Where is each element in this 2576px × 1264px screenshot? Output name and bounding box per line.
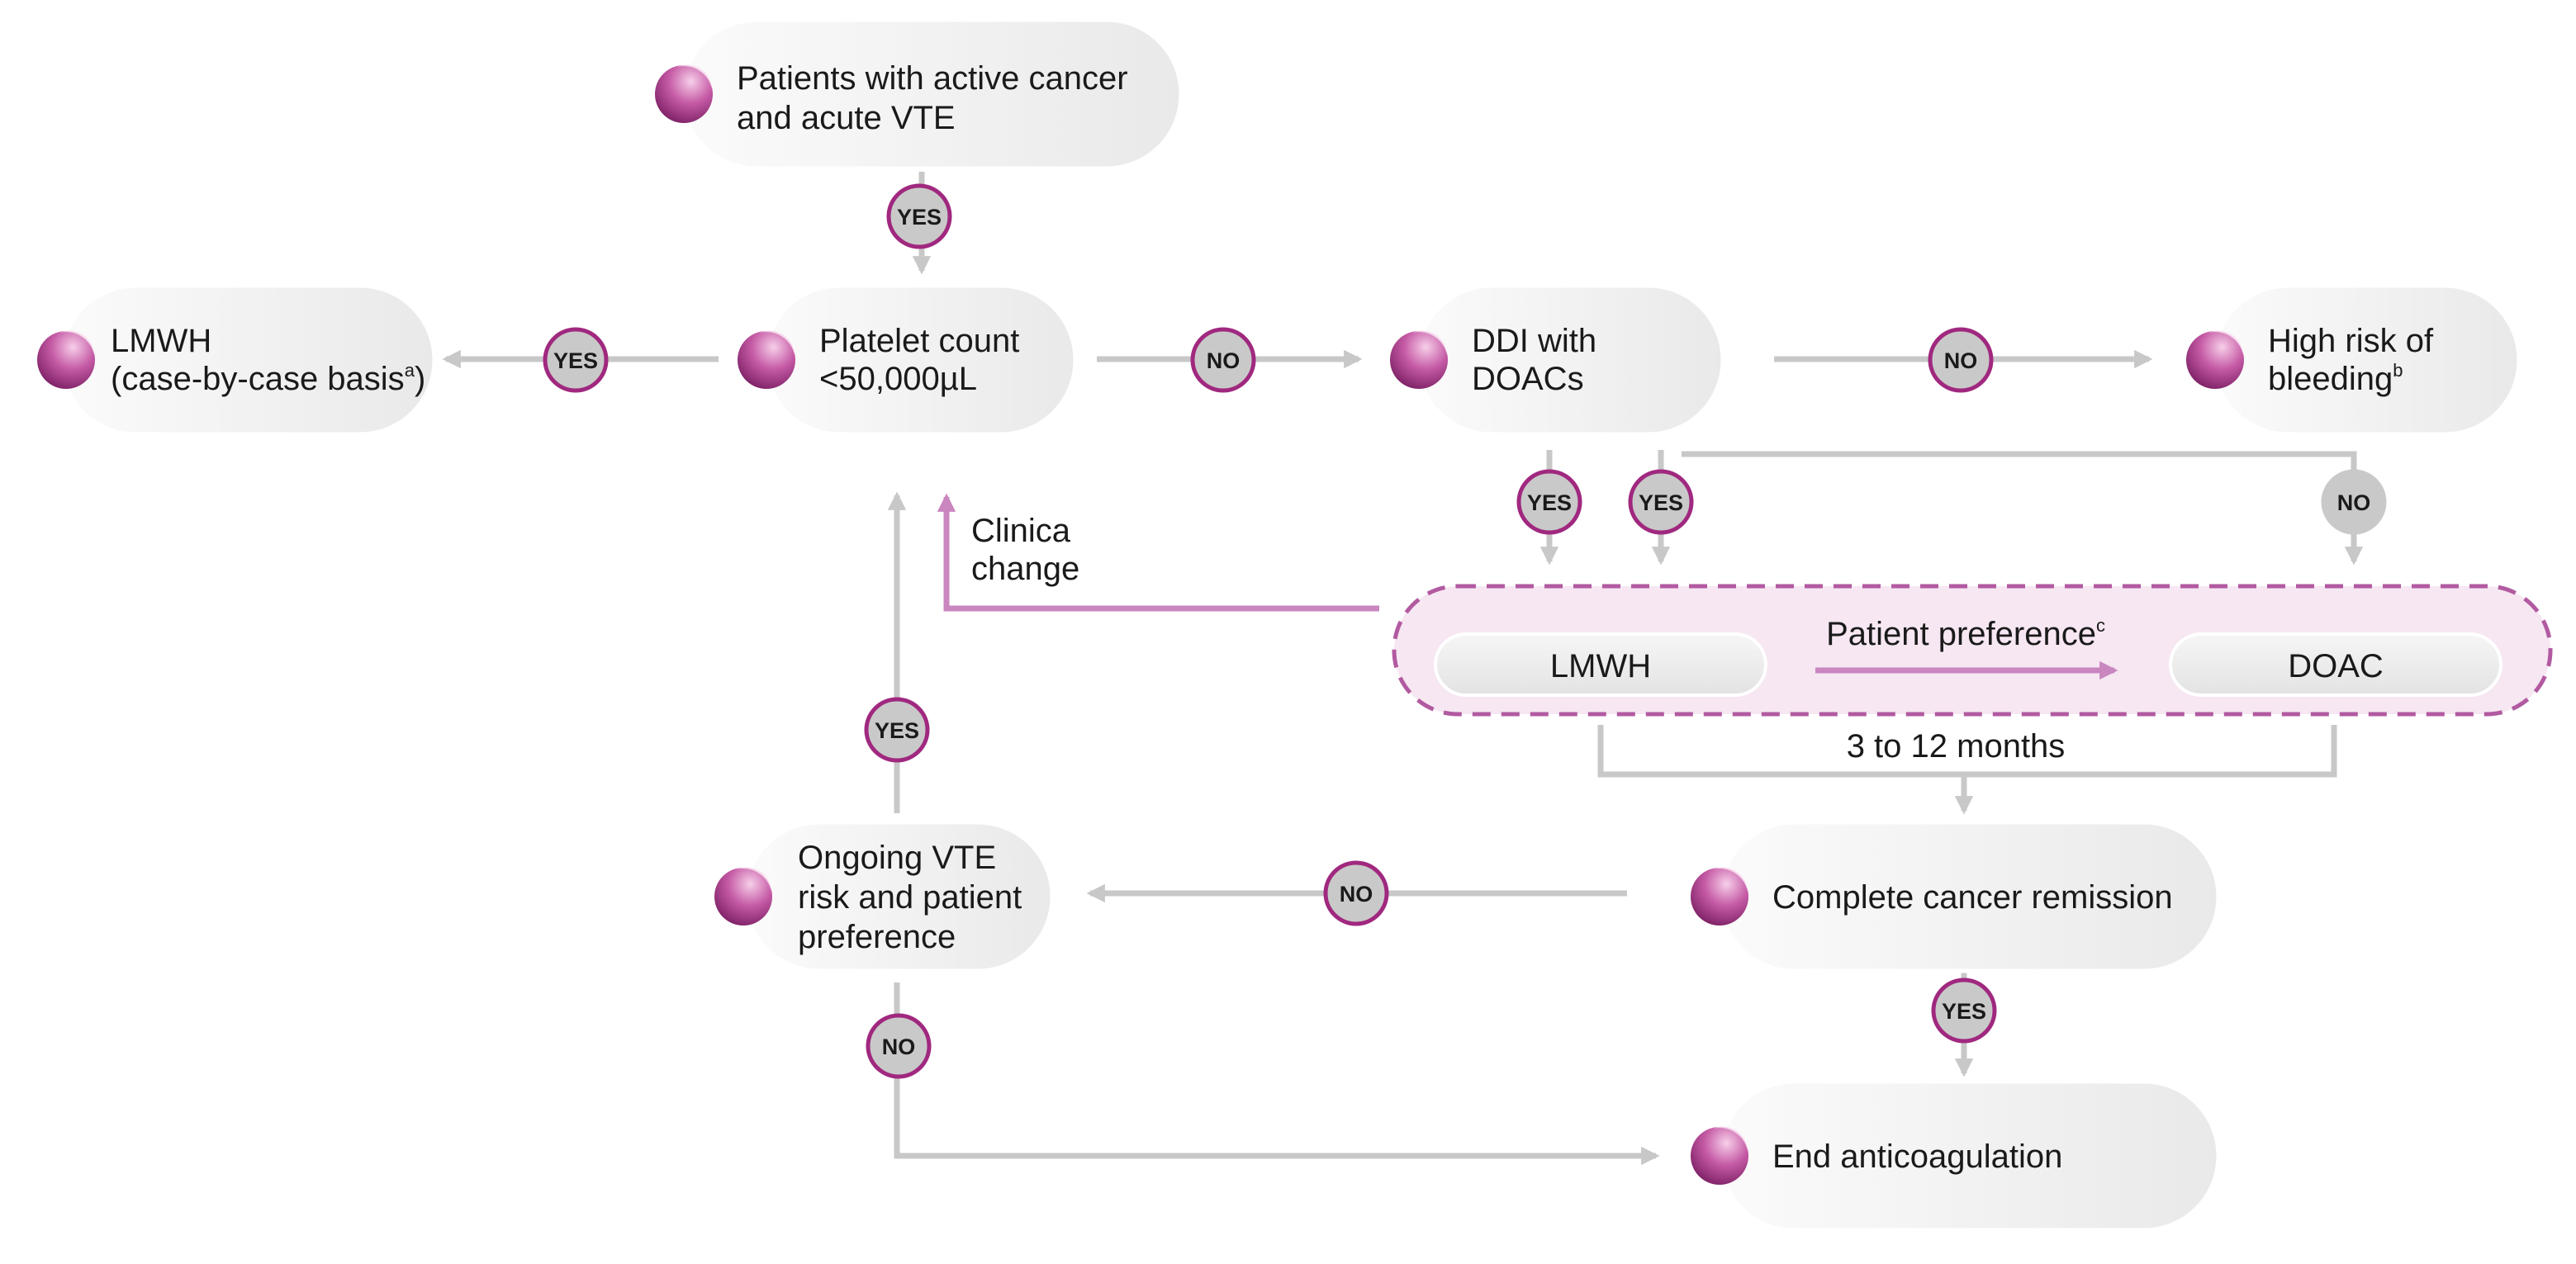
doac-pill <box>2169 632 2502 697</box>
svg-text:NO: NO <box>1340 882 1373 907</box>
badge-no-ddi-bleeding: NO <box>1928 327 1994 393</box>
node-platelet-count-label: Platelet count <50,000µL <box>819 323 1029 397</box>
node-lmwh-case-by-case: LMWH (case-by-case basisa) <box>37 283 437 437</box>
node-patients-active-cancer-label: Patients with active cancer and acute VT… <box>737 60 1137 136</box>
svg-text:YES: YES <box>875 718 919 743</box>
node-patients-active-cancer: Patients with active cancer and acute VT… <box>655 17 1184 171</box>
svg-text:NO: NO <box>882 1034 916 1059</box>
badge-no-platelet-ddi: NO <box>1190 327 1256 393</box>
doac-pill-label: DOAC <box>2288 648 2384 684</box>
node-lmwh-case-by-case-label: LMWH (case-by-case basisa) <box>111 323 425 397</box>
node-high-risk-bleeding-label: High risk of bleedingb <box>2268 323 2442 397</box>
shaded-sphere-icon <box>1691 867 1748 926</box>
svg-text:NO: NO <box>1207 348 1241 373</box>
svg-text:YES: YES <box>553 348 598 373</box>
node-ongoing-vte-risk-label: Ongoing VTE risk and patient preference <box>798 840 1031 955</box>
svg-text:NO: NO <box>1944 348 1978 373</box>
node-high-risk-bleeding: High risk of bleedingb <box>2186 283 2521 437</box>
clinical-change-arrow <box>937 493 1379 612</box>
clinical-change-label: Clinica change <box>971 513 1079 587</box>
node-end-anticoagulation: End anticoagulation <box>1691 1079 2221 1233</box>
node-complete-cancer-remission: Complete cancer remission <box>1691 820 2221 973</box>
node-platelet-count: Platelet count <50,000µL <box>738 283 1078 437</box>
badge-yes-ongoing-platelet: YES <box>864 697 930 763</box>
svg-text:YES: YES <box>897 205 942 230</box>
badge-yes-ddi-left: YES <box>1516 469 1582 535</box>
connector-ongoing-to-end <box>894 982 1660 1166</box>
node-ddi-with-doacs: DDI with DOACs <box>1390 283 1725 437</box>
badge-yes-ddi-right: YES <box>1628 469 1694 535</box>
badge-yes-remission-end: YES <box>1931 978 1997 1044</box>
shaded-sphere-icon <box>2186 330 2244 389</box>
node-ddi-with-doacs-label: DDI with DOACs <box>1472 323 1606 397</box>
lmwh-pill <box>1434 632 1767 697</box>
node-complete-cancer-remission-label: Complete cancer remission <box>1772 879 2173 916</box>
shaded-sphere-icon <box>655 64 713 123</box>
duration-bracket <box>1597 725 2337 778</box>
connector-bleeding-to-doac <box>1682 451 2364 566</box>
shaded-sphere-icon <box>37 330 95 389</box>
badge-no-bleeding-doac: NO <box>2321 469 2387 535</box>
badge-yes-platelet-lmwh: YES <box>543 327 609 393</box>
duration-label: 3 to 12 months <box>1847 728 2066 765</box>
shaded-sphere-icon <box>714 867 772 926</box>
node-ongoing-vte-risk: Ongoing VTE risk and patient preference <box>714 820 1055 973</box>
svg-text:YES: YES <box>1527 490 1572 515</box>
lmwh-pill-label: LMWH <box>1550 648 1651 684</box>
patient-preference-label: Patient preferencec <box>1826 615 2105 652</box>
shaded-sphere-icon <box>1390 330 1448 389</box>
decision-badges: YES YES NO NO YES YES NO NO <box>543 183 2387 1079</box>
badge-no-ongoing-end: NO <box>866 1013 932 1079</box>
shaded-sphere-icon <box>1691 1126 1748 1185</box>
svg-text:YES: YES <box>1942 999 1986 1024</box>
node-end-anticoagulation-label: End anticoagulation <box>1772 1139 2062 1175</box>
badge-no-remission-ongoing: NO <box>1323 860 1389 926</box>
svg-text:YES: YES <box>1639 490 1683 515</box>
svg-text:NO: NO <box>2337 490 2371 515</box>
treatment-options-group: LMWH DOAC Patient preferencec 3 to 12 mo… <box>1392 584 2553 765</box>
badge-yes-start-platelet: YES <box>886 183 952 249</box>
shaded-sphere-icon <box>738 330 795 389</box>
